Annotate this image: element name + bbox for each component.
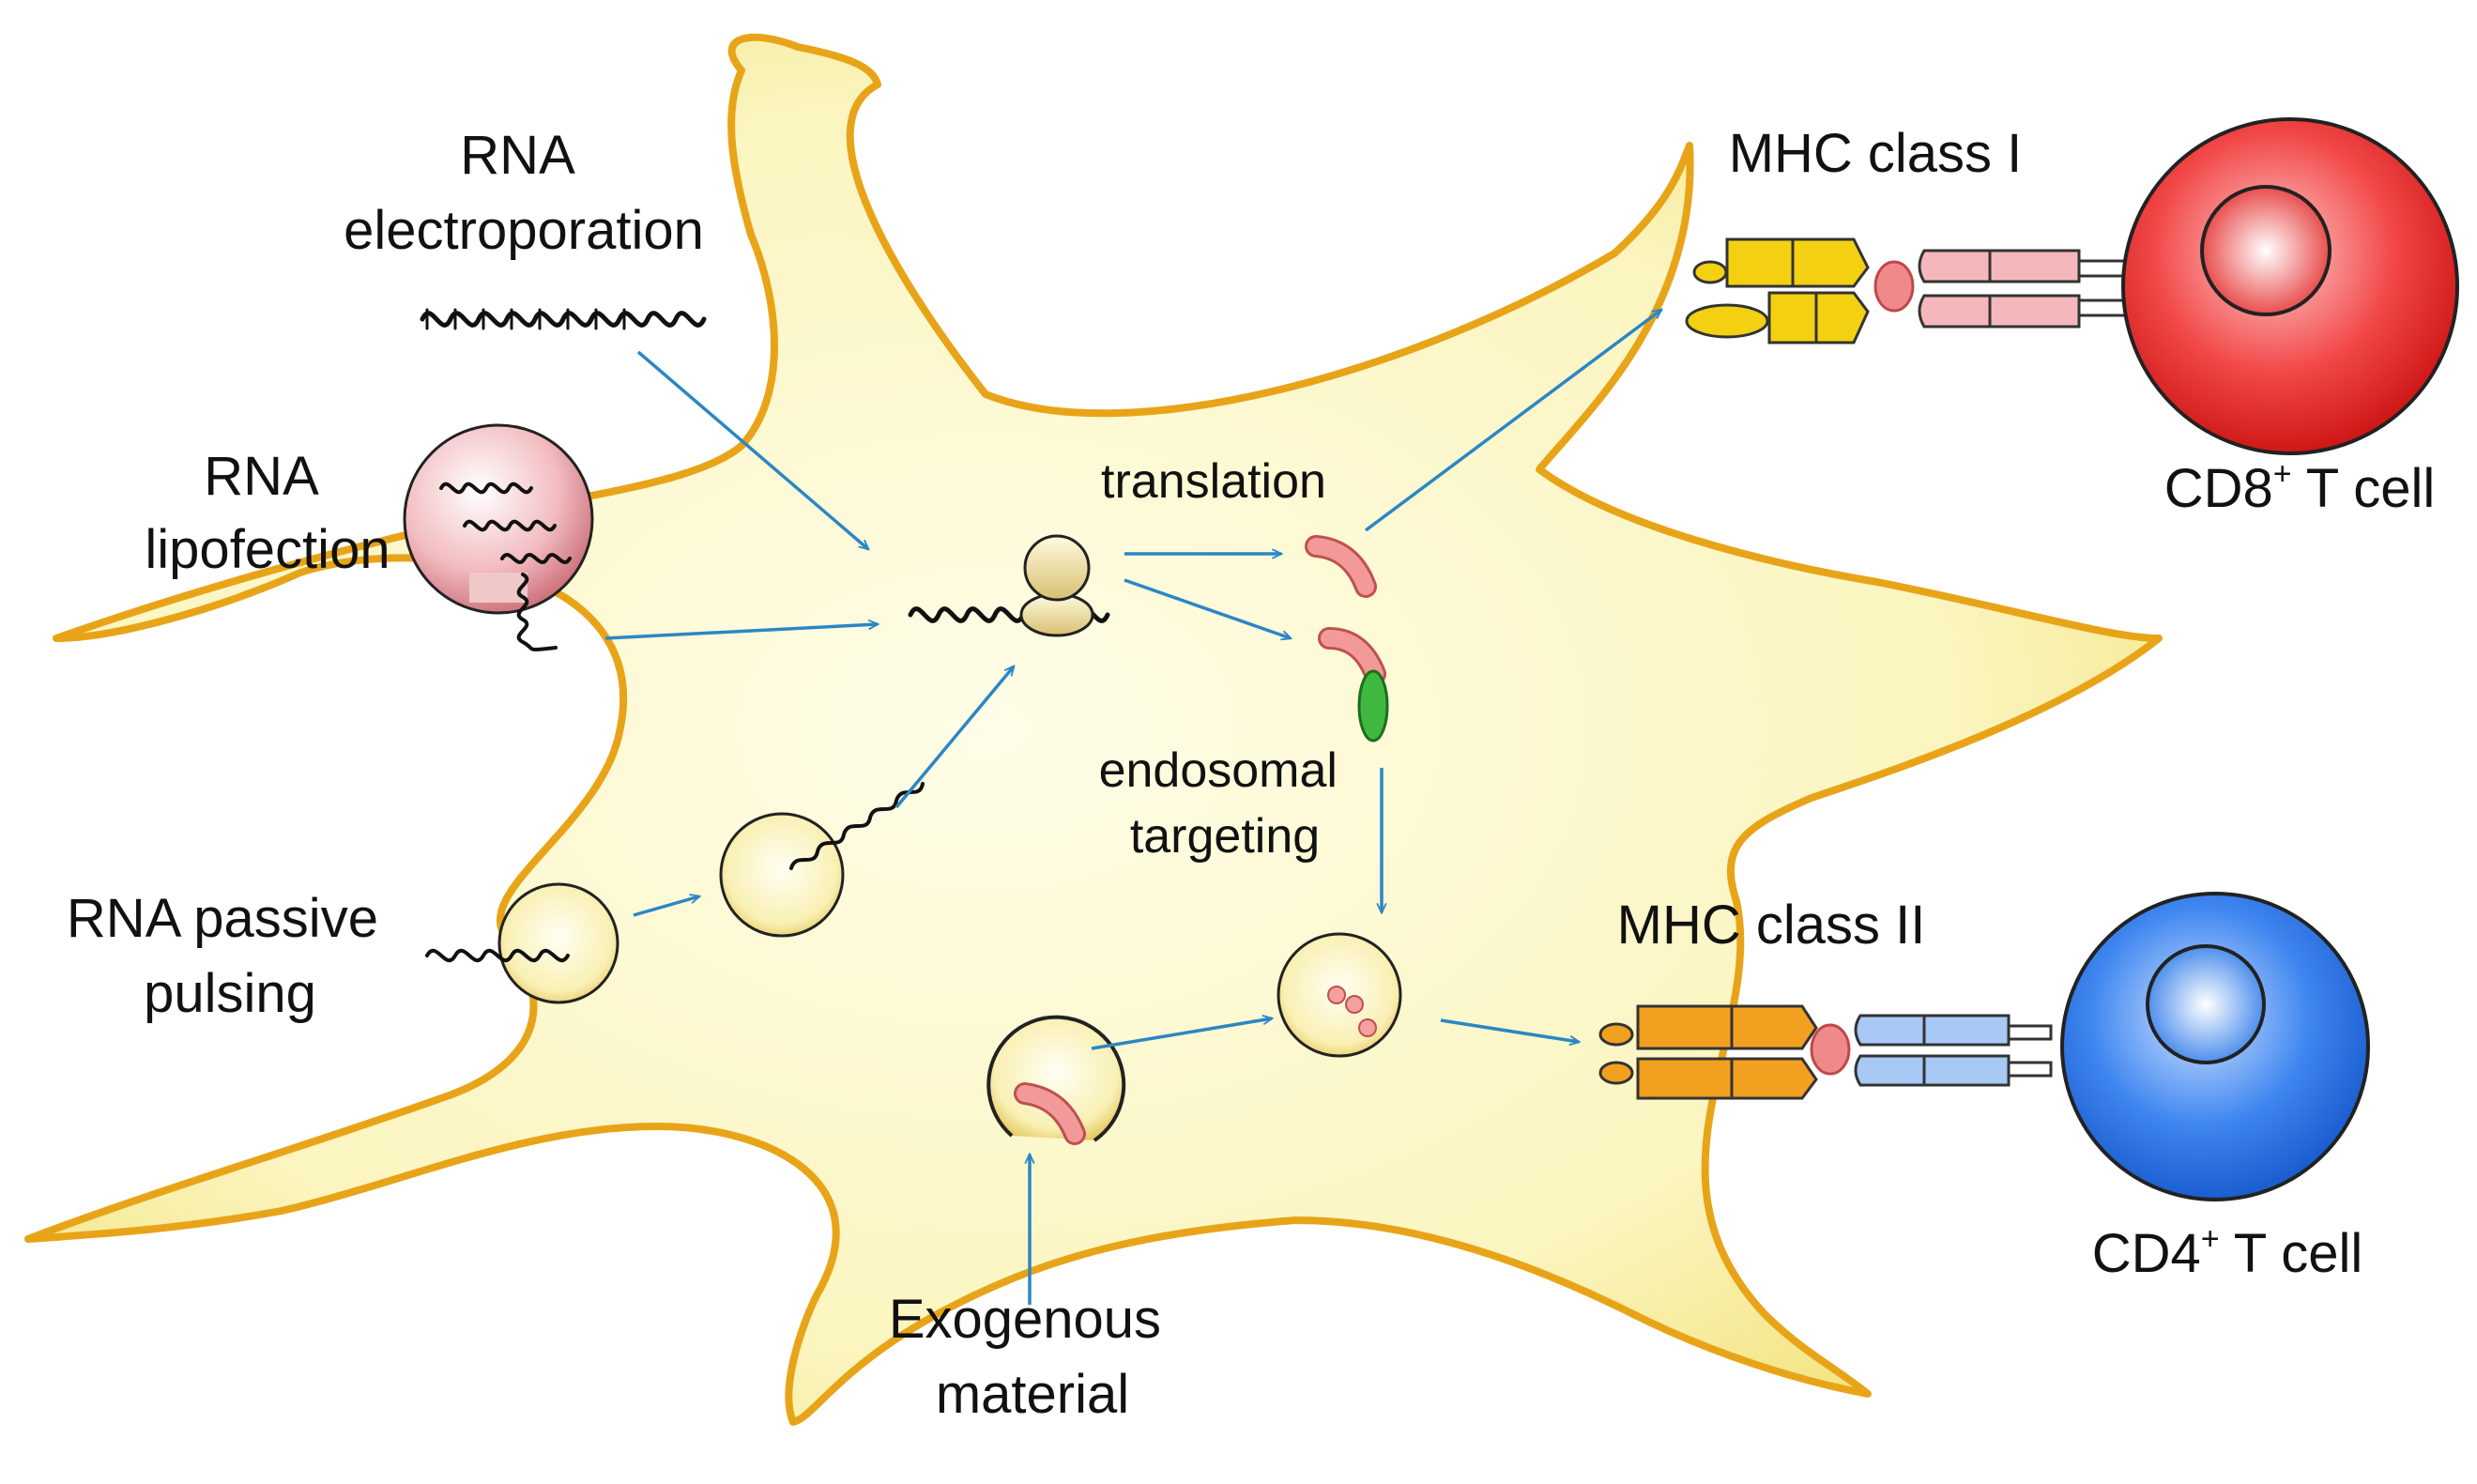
passive-pulsing-pocket <box>497 882 619 1004</box>
label-cd4-t-cell: CD4+ T cell <box>2092 1221 2362 1284</box>
rna-strand-lipofection-3 <box>500 553 572 564</box>
rna-strand-lipofection-2 <box>463 519 557 532</box>
label-translation: translation <box>1101 454 1326 509</box>
label-rna-passive-pulsing: RNA passive pulsing <box>67 888 393 1024</box>
exogenous-pocket <box>986 1015 1126 1142</box>
arrow-pocket-to-vesicle <box>633 896 699 917</box>
arrow-electroporation <box>636 350 868 549</box>
label-cd8-t-cell: CD8+ T cell <box>2164 456 2435 519</box>
mhc-class-1-complex <box>1685 237 2128 344</box>
arrow-translation-2 <box>1124 578 1291 638</box>
label-mhc-class-1: MHC class I <box>1729 123 2023 184</box>
rna-strand-electroporation <box>420 311 707 328</box>
mhc2-peptide <box>1810 1023 1851 1076</box>
cd8-t-cell <box>2121 117 2459 455</box>
rna-strands <box>420 308 1110 963</box>
label-endosomal-targeting: endosomal targeting <box>1099 743 1352 864</box>
rna-strand-escaping <box>789 782 925 870</box>
arrow-to-mhc2 <box>1440 1018 1579 1042</box>
arrow-vesicle-to-ribosome <box>894 666 1014 809</box>
label-exogenous-material: Exogenous material <box>889 1289 1176 1425</box>
endosomal-targeting-tag <box>1357 669 1389 742</box>
lipoplex-fusion-patch <box>469 573 528 603</box>
ribosome <box>1019 534 1094 637</box>
rna-strand-passive <box>425 948 570 963</box>
label-mhc-class-2: MHC class II <box>1617 895 1926 956</box>
pathway-arrows <box>604 310 1661 1305</box>
endocytic-vesicle <box>719 812 845 938</box>
label-rna-lipofection: RNA lipofection <box>145 446 390 580</box>
rna-strand-entering <box>516 573 558 651</box>
label-rna-electroporation: RNA electroporation <box>344 125 704 261</box>
cd4-t-cell-nucleus <box>2146 944 2266 1064</box>
rna-strand-lipofection-1 <box>439 482 533 495</box>
cd4-t-cell <box>2060 892 2370 1201</box>
lipoplex-particle <box>403 423 594 615</box>
mhc1-peptide <box>1873 260 1915 313</box>
arrow-to-mhc1 <box>1364 310 1661 532</box>
cd8-t-cell-nucleus <box>2200 185 2332 316</box>
arrow-lipofection <box>604 624 878 640</box>
arrow-exogenous-to-endosome <box>1091 1018 1272 1050</box>
endosome-peptides <box>1327 986 1377 1037</box>
mhc-class-2-complex <box>1598 1004 2053 1100</box>
